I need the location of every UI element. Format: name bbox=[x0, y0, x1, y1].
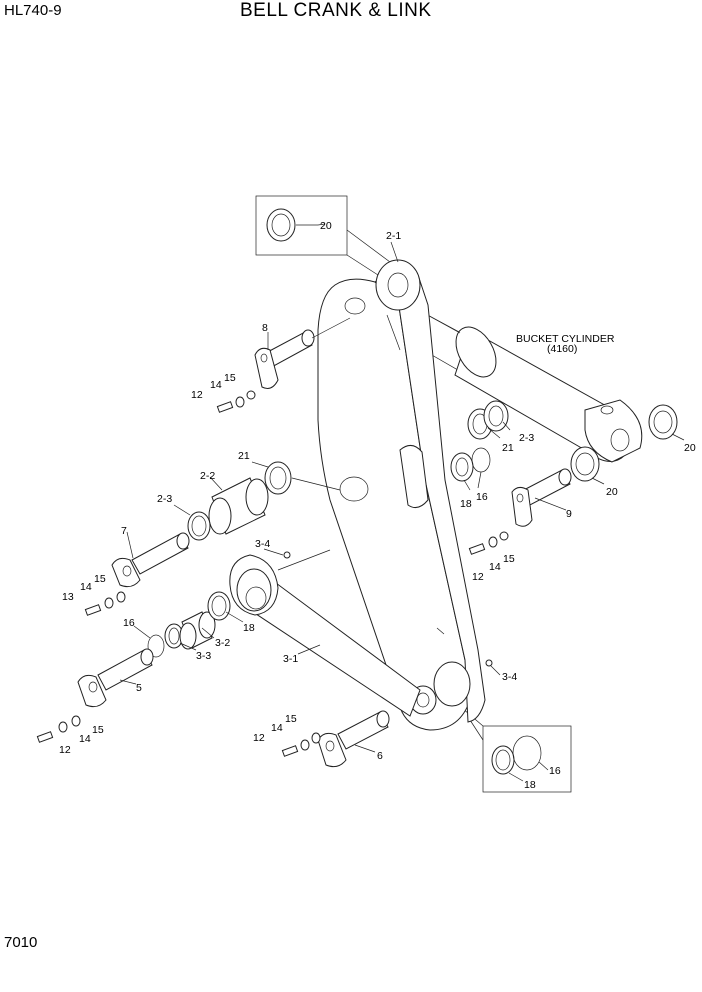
callout-18-right: 18 bbox=[460, 498, 472, 510]
callout-2-3-left: 2-3 bbox=[157, 493, 172, 505]
callout-15-c: 15 bbox=[94, 573, 106, 585]
callout-8: 8 bbox=[262, 322, 268, 334]
bell-crank-top-boss bbox=[375, 259, 421, 311]
callout-16-detail: 16 bbox=[549, 765, 561, 777]
callout-20-right: 20 bbox=[684, 442, 696, 454]
pin-5 bbox=[77, 648, 154, 708]
bush-3-2 bbox=[179, 611, 216, 650]
link-3-1 bbox=[229, 549, 421, 717]
bush-2-3-left bbox=[187, 511, 211, 541]
callout-6: 6 bbox=[377, 750, 383, 762]
callout-18-left: 18 bbox=[243, 622, 255, 634]
o-ring-16-left bbox=[147, 634, 165, 658]
pin-8 bbox=[254, 317, 351, 389]
fastener-group-c bbox=[84, 591, 126, 616]
o-ring-16-right bbox=[471, 447, 491, 473]
cylinder-label-number: (4160) bbox=[547, 343, 577, 355]
callout-21-right: 21 bbox=[502, 442, 514, 454]
callout-18-detail: 18 bbox=[524, 779, 536, 791]
callout-3-1: 3-1 bbox=[283, 653, 298, 665]
washer-18-left bbox=[207, 591, 231, 621]
callout-14-a: 14 bbox=[210, 379, 222, 391]
detail-box-bottom bbox=[482, 725, 572, 793]
bell-crank-center-bore bbox=[339, 476, 369, 502]
o-ring-16-detail bbox=[512, 735, 542, 771]
model-number: HL740-9 bbox=[4, 2, 62, 19]
callout-12-a: 12 bbox=[191, 389, 203, 401]
callout-12-c: 12 bbox=[59, 744, 71, 756]
callout-3-4-bottom: 3-4 bbox=[502, 671, 517, 683]
callout-14-b: 14 bbox=[489, 561, 501, 573]
fastener-group-a bbox=[216, 390, 256, 413]
callout-20-top: 20 bbox=[320, 220, 332, 232]
callout-12-d: 12 bbox=[253, 732, 265, 744]
callout-7: 7 bbox=[121, 525, 127, 537]
callout-14-d: 14 bbox=[79, 733, 91, 745]
callout-16-right: 16 bbox=[476, 491, 488, 503]
page-title: BELL CRANK & LINK bbox=[240, 0, 432, 21]
callout-14-c: 14 bbox=[80, 581, 92, 593]
callout-13: 13 bbox=[62, 591, 74, 603]
pin-7 bbox=[111, 532, 190, 588]
washer-18-right bbox=[450, 452, 474, 482]
callout-15-e: 15 bbox=[285, 713, 297, 725]
callout-15-b: 15 bbox=[503, 553, 515, 565]
bush-2-2 bbox=[208, 477, 269, 535]
cylinder-label: BUCKET CYLINDER bbox=[516, 333, 615, 345]
detail-box-top bbox=[255, 195, 348, 256]
callout-15-a: 15 bbox=[224, 372, 236, 384]
callout-2-2: 2-2 bbox=[200, 470, 215, 482]
fastener-group-b bbox=[468, 531, 509, 555]
washer-20-right bbox=[648, 404, 678, 440]
grease-nipple-3-4-top bbox=[283, 551, 291, 559]
page-number: 7010 bbox=[4, 934, 38, 951]
callout-2-3-right: 2-3 bbox=[519, 432, 534, 444]
bell-crank bbox=[317, 259, 486, 731]
callout-9: 9 bbox=[566, 508, 572, 520]
grease-nipple-3-4-bottom bbox=[485, 659, 493, 667]
bush-2-3-right bbox=[483, 400, 509, 432]
callout-5: 5 bbox=[136, 682, 142, 694]
callout-15-d: 15 bbox=[92, 724, 104, 736]
callout-12-b: 12 bbox=[472, 571, 484, 583]
callout-2-1: 2-1 bbox=[386, 230, 401, 242]
fastener-group-e bbox=[281, 732, 321, 757]
callout-3-4-top: 3-4 bbox=[255, 538, 270, 550]
thrust-washer-20-detail bbox=[266, 208, 296, 242]
callout-21-left: 21 bbox=[238, 450, 250, 462]
fastener-group-d bbox=[36, 715, 81, 743]
washer-20-lower bbox=[570, 446, 600, 482]
callout-3-3: 3-3 bbox=[196, 650, 211, 662]
pin-9 bbox=[511, 468, 572, 527]
callout-3-2: 3-2 bbox=[215, 637, 230, 649]
callout-16-left: 16 bbox=[123, 617, 135, 629]
callout-20-lower: 20 bbox=[606, 486, 618, 498]
bell-crank-lower-boss bbox=[433, 661, 471, 707]
callout-14-e: 14 bbox=[271, 722, 283, 734]
pin-6 bbox=[317, 710, 390, 768]
washer-21-left bbox=[264, 461, 292, 495]
